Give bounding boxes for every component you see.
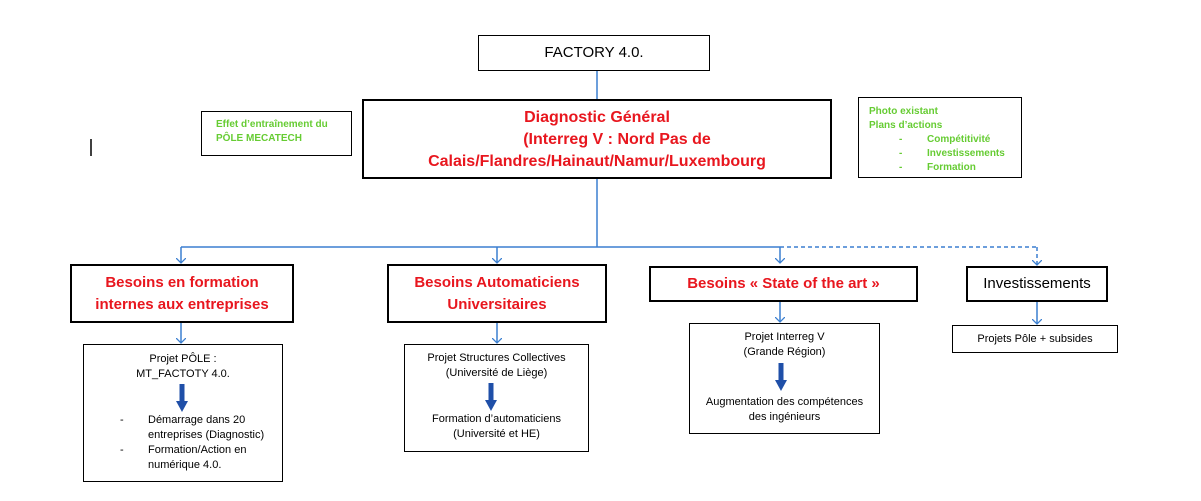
photo-line2: Plans d’actions <box>869 120 943 131</box>
projet-subsides-box: Projets Pôle + subsides <box>952 325 1118 353</box>
diagnostic-line2: (Interreg V : Nord Pas de <box>523 131 711 148</box>
projet-interreg-box: Projet Interreg V (Grande Région) Augmen… <box>689 323 880 434</box>
effet-box: Effet d’entraînement du PÔLE MECATECH <box>201 111 352 156</box>
besoins-formation-line1: Besoins en formation <box>105 274 259 291</box>
bullet-dash: - <box>899 134 903 145</box>
bullet-dash: - <box>120 414 124 426</box>
photo-item: - Formation <box>869 161 1021 175</box>
photo-item-label: Investissements <box>927 148 1005 159</box>
projet-pole-bullet: - Formation/Action en numérique 4.0. <box>84 443 282 473</box>
projet-pole-line1: Projet PÔLE : <box>149 353 217 365</box>
projet-pole-bullet-line: Formation/Action en <box>148 444 247 456</box>
besoins-formation-line2: internes aux entreprises <box>95 296 269 313</box>
projet-structures-line1: Projet Structures Collectives <box>427 352 566 364</box>
photo-item-label: Compétitivité <box>927 134 991 145</box>
diagnostic-line1: Diagnostic Général <box>524 109 670 126</box>
projet-pole-line2: MT_FACTOTY 4.0. <box>136 368 230 380</box>
projet-pole-bullet-line: numérique 4.0. <box>148 459 222 471</box>
projet-structures-line2: (Université de Liège) <box>445 367 548 379</box>
investissements-line1: Investissements <box>983 275 1091 292</box>
besoins-formation-box: Besoins en formation internes aux entrep… <box>70 264 294 323</box>
photo-item-label: Formation <box>927 162 976 173</box>
down-arrow-icon <box>485 383 497 411</box>
projet-subsides-line1: Projets Pôle + subsides <box>977 333 1093 345</box>
factory-box: FACTORY 4.0. <box>478 35 710 71</box>
projet-pole-bullet: - Démarrage dans 20 entreprises (Diagnos… <box>84 413 282 443</box>
photo-box: Photo existant Plans d’actions - Compéti… <box>858 97 1022 178</box>
bullet-dash: - <box>899 162 903 173</box>
projet-interreg-line1: Projet Interreg V <box>744 331 825 343</box>
projet-structures-line4: (Université et HE) <box>453 428 540 440</box>
besoins-state-box: Besoins « State of the art » <box>649 266 918 302</box>
bullet-dash: - <box>120 444 124 456</box>
besoins-automaticiens-box: Besoins Automaticiens Universitaires <box>387 264 607 323</box>
diagnostic-box: Diagnostic Général (Interreg V : Nord Pa… <box>362 99 832 179</box>
projet-interreg-line4: des ingénieurs <box>748 411 821 423</box>
projet-structures-box: Projet Structures Collectives (Universit… <box>404 344 589 452</box>
investissements-box: Investissements <box>966 266 1108 302</box>
besoins-automaticiens-line1: Besoins Automaticiens <box>414 274 580 291</box>
down-arrow-icon <box>775 363 787 391</box>
projet-interreg-line2: (Grande Région) <box>743 346 826 358</box>
projet-pole-bullet-line: entreprises (Diagnostic) <box>148 429 265 441</box>
projet-structures-line3: Formation d’automaticiens <box>431 413 561 425</box>
down-arrow-icon <box>176 384 188 412</box>
projet-interreg-line3: Augmentation des compétences <box>705 396 864 408</box>
photo-item: - Compétitivité <box>869 133 1021 147</box>
diagnostic-line3: Calais/Flandres/Hainaut/Namur/Luxembourg <box>428 153 766 170</box>
photo-line1: Photo existant <box>869 106 938 117</box>
projet-pole-bullet-line: Démarrage dans 20 <box>148 414 246 426</box>
factory-title: FACTORY 4.0. <box>544 44 644 61</box>
bullet-dash: - <box>899 148 903 159</box>
projet-pole-box: Projet PÔLE : MT_FACTOTY 4.0. - Démarrag… <box>83 344 283 482</box>
besoins-state-line1: Besoins « State of the art » <box>687 275 880 292</box>
effet-line1: Effet d’entraînement du <box>216 119 328 130</box>
effet-line2: PÔLE MECATECH <box>216 133 302 144</box>
besoins-automaticiens-line2: Universitaires <box>447 296 547 313</box>
photo-item: - Investissements <box>869 147 1021 161</box>
